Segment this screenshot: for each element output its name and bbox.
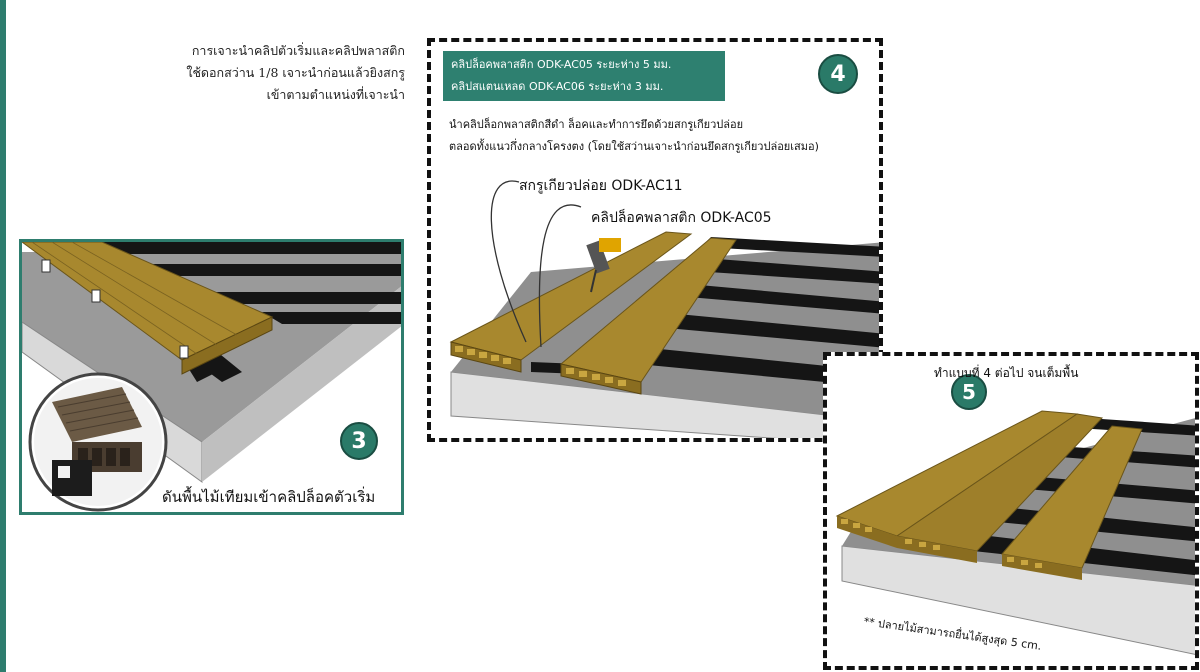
screw-label: สกรูเกียวปล่อย ODK-AC11 [519, 178, 683, 194]
step5-illustration [835, 410, 1195, 655]
intro-text: การเจาะนำคลิปตัวเริ่มและคลิปพลาสติก ใช้ด… [120, 40, 405, 106]
spec-box: คลิปล็อคพลาสติก ODK-AC05 ระยะห่าง 5 มม. … [443, 51, 725, 101]
step5-caption: ทำแบบที่ 4 ต่อไป จนเต็มพื้น [934, 366, 1079, 380]
step5-panel: 5 [823, 352, 1199, 670]
clip-label: คลิปล็อคพลาสติก ODK-AC05 [591, 210, 772, 226]
step3-caption: ดันพื้นไม้เทียมเข้าคลิปล็อคตัวเริ่ม [162, 488, 376, 506]
instruction-line: นำคลิปล็อกพลาสติกสีดำ ล็อคและทำการยึดด้ว… [449, 118, 744, 131]
step5-badge: 5 [951, 374, 987, 410]
step3-illustration [22, 242, 401, 512]
intro-line: เข้าตามตำแหน่งที่เจาะนำ [266, 87, 405, 102]
step4-illustration [449, 180, 879, 438]
intro-line: ใช้ดอกสว่าน 1/8 เจาะนำก่อนแล้วยิงสกรู [186, 65, 405, 80]
step4-badge: 4 [818, 54, 858, 94]
spec-line: คลิปล็อคพลาสติก ODK-AC05 ระยะห่าง 5 มม. [451, 58, 672, 71]
step4-panel: คลิปล็อคพลาสติก ODK-AC05 ระยะห่าง 5 มม. … [427, 38, 883, 442]
step4-instructions: นำคลิปล็อกพลาสติกสีดำ ล็อคและทำการยึดด้ว… [449, 114, 819, 158]
left-accent-bar [0, 0, 6, 672]
step3-badge: 3 [340, 422, 378, 460]
instruction-line: ตลอดทั้งแนวกึ่งกลางโครงตง (โดยใช้สว่านเจ… [449, 140, 819, 153]
spec-line: คลิปสแตนเหลด ODK-AC06 ระยะห่าง 3 มม. [451, 80, 664, 93]
step3-panel: 3 ดันพื้นไม้เทียมเข้าคลิปล็อคตัวเริ่ม [19, 239, 404, 515]
intro-line: การเจาะนำคลิปตัวเริ่มและคลิปพลาสติก [191, 43, 405, 58]
